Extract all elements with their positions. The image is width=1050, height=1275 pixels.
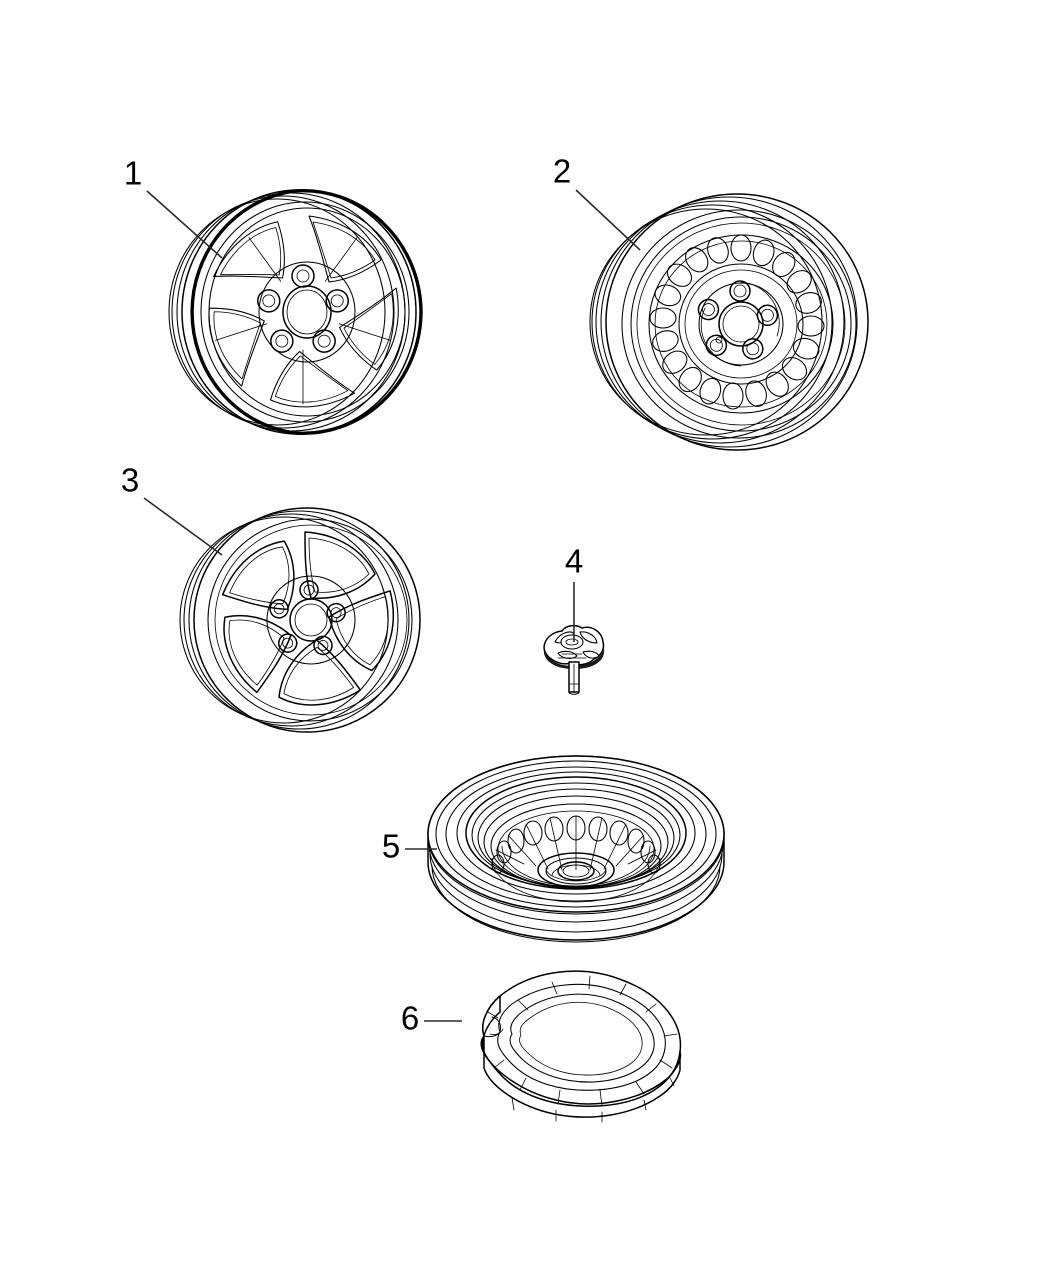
part-6-spare-tire-foam-tray[interactable]	[480, 970, 682, 1123]
part-4-retainer-bolt[interactable]	[543, 624, 605, 695]
part-3-alloy-wheel-wide-spoke[interactable]	[179, 507, 421, 733]
spare-vent-hole-ring	[491, 815, 661, 874]
leader-line-2	[575, 189, 641, 251]
callout-layer: 1 2 3 4 5 6	[121, 153, 641, 1037]
leader-line-3	[143, 497, 223, 556]
callout-number-3[interactable]: 3	[121, 462, 139, 499]
callout-number-6[interactable]: 6	[401, 1000, 419, 1037]
part-5-compact-spare-tire[interactable]	[427, 755, 725, 943]
lug-nut-group-2	[697, 280, 779, 360]
callout-number-1[interactable]: 1	[124, 155, 142, 192]
vent-hole-ring	[649, 234, 825, 410]
callout-number-4[interactable]: 4	[565, 543, 583, 580]
lug-nut-group-3	[269, 580, 346, 656]
part-1-alloy-wheel-five-spoke[interactable]	[168, 189, 423, 436]
callout-number-2[interactable]: 2	[553, 153, 571, 190]
leader-line-1	[146, 190, 223, 259]
part-2-steel-wheel[interactable]	[589, 193, 869, 451]
callout-number-5[interactable]: 5	[382, 828, 400, 865]
lug-nut-group-1	[257, 264, 349, 353]
